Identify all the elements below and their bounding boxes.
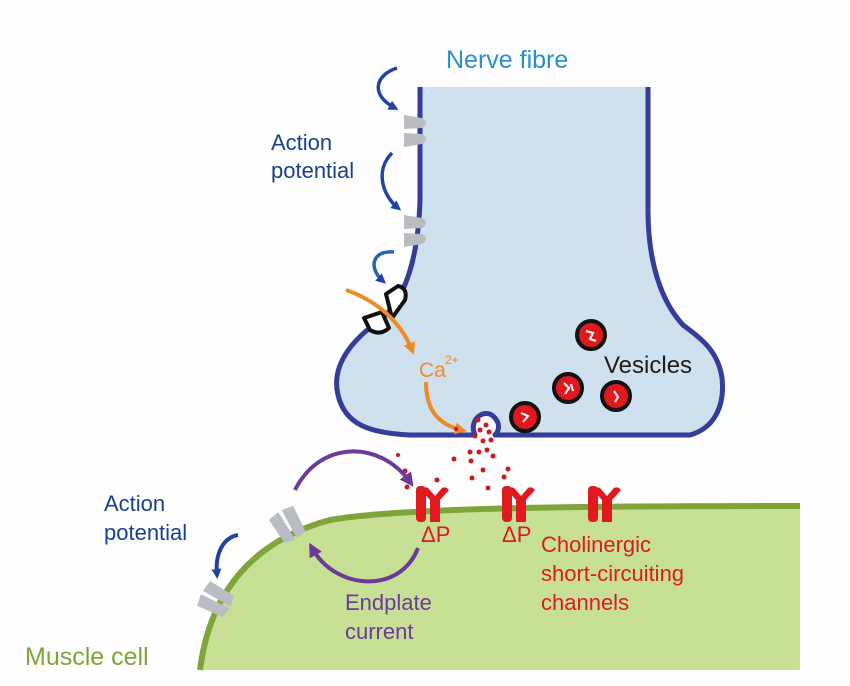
action-potential-arrows-nerve xyxy=(372,66,402,284)
cholinergic-channels-label-line1: Cholinergic xyxy=(541,532,651,557)
acetylcholine-receptor-icon xyxy=(588,486,621,522)
action-potential-nerve-label-line1: Action xyxy=(271,130,332,155)
arrow-icon xyxy=(309,542,420,584)
muscle-cell xyxy=(197,503,801,671)
acetylcholine-receptor-icon xyxy=(502,486,535,522)
vesicle-icon xyxy=(575,319,607,351)
arrow-icon xyxy=(293,449,414,491)
calcium-channel-icon xyxy=(362,284,408,335)
calcium-ion-charge: 2+ xyxy=(445,353,459,367)
nerve-terminal-body xyxy=(336,87,723,435)
endplate-current-arrows xyxy=(293,449,420,584)
arrow-icon xyxy=(211,533,239,579)
muscle-cell-label: Muscle cell xyxy=(25,643,149,671)
nerve-fibre-label: Nerve fibre xyxy=(446,46,568,74)
endplate-current-label-line2: current xyxy=(345,619,413,644)
endplate-current-label-line1: Endplate xyxy=(345,590,432,615)
vesicle-icon xyxy=(600,380,632,412)
cholinergic-channels-label-line2: short-circuiting xyxy=(541,561,684,586)
action-potential-nerve-label-line2: potential xyxy=(271,158,354,183)
voltage-gated-channel-icon xyxy=(197,581,234,618)
nerve-terminal xyxy=(334,87,726,438)
voltage-gated-channel-icon xyxy=(404,115,426,147)
arrow-icon xyxy=(376,66,399,110)
cholinergic-channels-label-line3: channels xyxy=(541,590,629,615)
vesicles-label: Vesicles xyxy=(604,352,692,379)
muscle-cell-body xyxy=(200,506,800,670)
arrow-icon xyxy=(345,288,415,355)
acetylcholine-receptor-icon xyxy=(416,486,449,522)
delta-p-label: ΔP xyxy=(421,522,450,547)
vesicle-icon xyxy=(552,372,584,404)
vesicles xyxy=(509,319,632,433)
delta-p-label: ΔP xyxy=(502,522,531,547)
acetylcholine-molecules xyxy=(396,417,511,491)
voltage-gated-channel-icon xyxy=(404,215,426,247)
action-potential-muscle-label-line2: potential xyxy=(104,520,187,545)
vesicle-icon xyxy=(509,401,541,433)
action-potential-muscle-label-line1: Action xyxy=(104,491,165,516)
arrow-icon xyxy=(380,151,402,211)
voltage-gated-channel-icon xyxy=(268,505,306,544)
calcium-ion-label: Ca xyxy=(419,359,446,382)
arrow-icon xyxy=(372,250,395,284)
